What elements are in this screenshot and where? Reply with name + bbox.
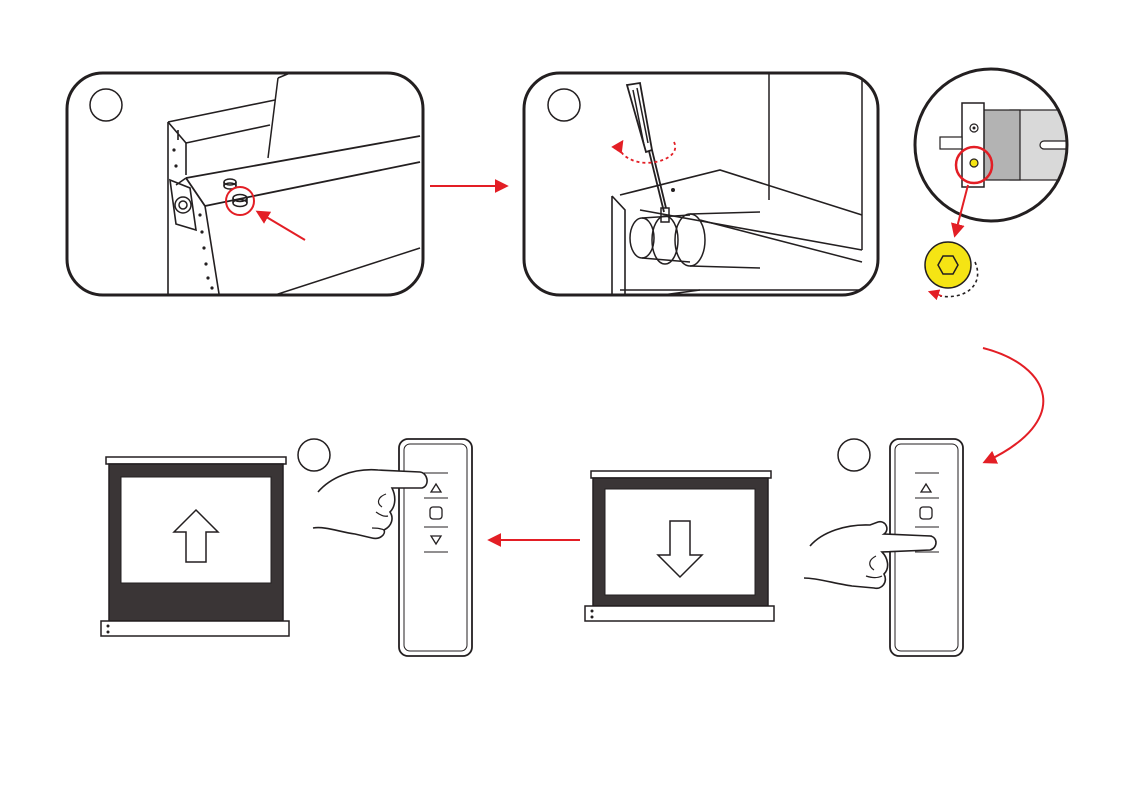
screen-raised xyxy=(101,457,289,636)
step-4-badge xyxy=(838,439,870,471)
panel-housing-cap xyxy=(67,73,423,300)
step-1-badge xyxy=(90,89,122,121)
screwdriver-icon xyxy=(627,83,666,212)
remote-stop-button[interactable] xyxy=(430,507,442,519)
step-3-badge xyxy=(298,439,330,471)
unscrew-arrow xyxy=(930,292,942,296)
step-2-badge xyxy=(548,89,580,121)
hex-screw-icon xyxy=(925,242,971,288)
cap-pointer-arrow xyxy=(258,212,305,240)
rotate-arrow xyxy=(620,142,675,163)
detail-motor-head xyxy=(915,69,1084,297)
remote-right-stop-button[interactable] xyxy=(920,507,932,519)
panel-screwdriver xyxy=(524,73,878,300)
screen-lowered xyxy=(585,471,774,621)
screw-pointer-arrow xyxy=(955,185,968,235)
flow-arrow-detail-to-step4 xyxy=(983,348,1043,462)
